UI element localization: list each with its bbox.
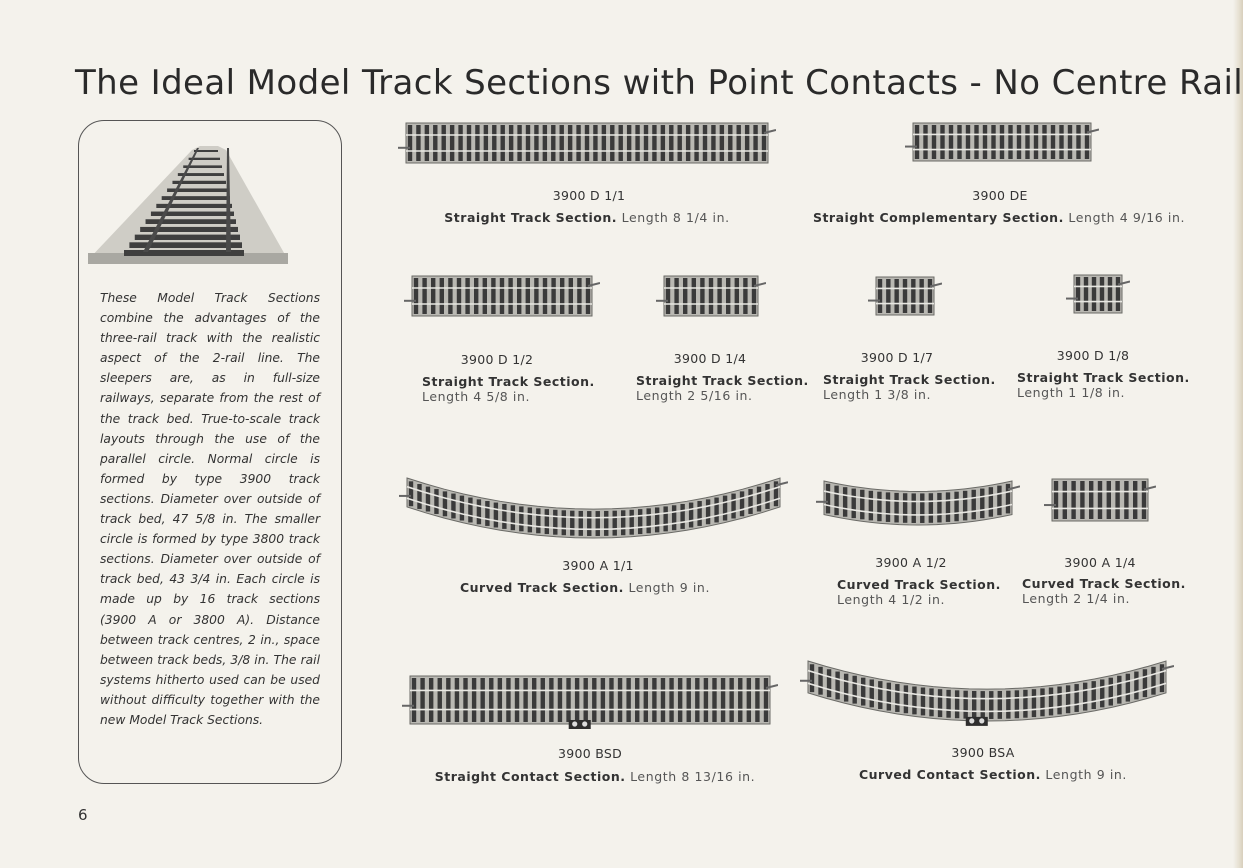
item-code: 3900 A 1/1 bbox=[562, 558, 634, 573]
track-3900-a-1-4 bbox=[1044, 478, 1156, 522]
item-code: 3900 D 1/7 bbox=[860, 350, 934, 365]
item-desc: Curved Contact Section. Length 9 in. bbox=[858, 767, 1128, 782]
track-3900-d-1-1 bbox=[398, 122, 776, 164]
track-3900-a-1-1 bbox=[399, 477, 788, 539]
item-code: 3900 BSA bbox=[951, 745, 1015, 760]
item-code: 3900 A 1/2 bbox=[875, 555, 947, 570]
track-3900-d-1-2 bbox=[404, 275, 600, 317]
track-3900-de bbox=[905, 122, 1099, 162]
track-3900-d-1-4 bbox=[656, 275, 766, 317]
item-code: 3900 D 1/2 bbox=[460, 352, 534, 367]
item-desc: Straight Track Section. Length 1 3/8 in. bbox=[823, 372, 996, 402]
item-desc: Straight Complementary Section. Length 4… bbox=[812, 210, 1186, 225]
item-desc: Straight Track Section. Length 8 1/4 in. bbox=[444, 210, 730, 225]
track-3900-d-1-7 bbox=[868, 276, 942, 316]
track-perspective-illustration bbox=[88, 146, 288, 264]
track-3900-a-1-2 bbox=[816, 480, 1020, 526]
track-3900-bsd bbox=[402, 675, 778, 729]
page-edge bbox=[1233, 0, 1243, 868]
track-3900-d-1-8 bbox=[1066, 274, 1130, 314]
item-code: 3900 D 1/8 bbox=[1056, 348, 1130, 363]
item-code: 3900 DE bbox=[972, 188, 1028, 203]
item-code: 3900 D 1/4 bbox=[673, 351, 747, 366]
item-desc: Curved Track Section. Length 2 1/4 in. bbox=[1022, 576, 1186, 606]
item-desc: Straight Track Section. Length 1 1/8 in. bbox=[1017, 370, 1190, 400]
track-3900-bsa bbox=[800, 660, 1174, 726]
item-desc: Curved Track Section. Length 9 in. bbox=[459, 580, 711, 595]
page-number: 6 bbox=[78, 806, 88, 824]
item-code: 3900 D 1/1 bbox=[552, 188, 626, 203]
item-code: 3900 A 1/4 bbox=[1064, 555, 1136, 570]
info-text: These Model Track Sections combine the a… bbox=[100, 291, 320, 727]
page-title: The Ideal Model Track Sections with Poin… bbox=[75, 62, 1243, 103]
item-desc: Straight Contact Section. Length 8 13/16… bbox=[434, 769, 756, 784]
item-desc: Straight Track Section. Length 2 5/16 in… bbox=[636, 373, 809, 403]
item-desc: Straight Track Section. Length 4 5/8 in. bbox=[422, 374, 595, 404]
info-box bbox=[78, 120, 342, 784]
item-desc: Curved Track Section. Length 4 1/2 in. bbox=[837, 577, 1001, 607]
item-code: 3900 BSD bbox=[557, 746, 623, 761]
